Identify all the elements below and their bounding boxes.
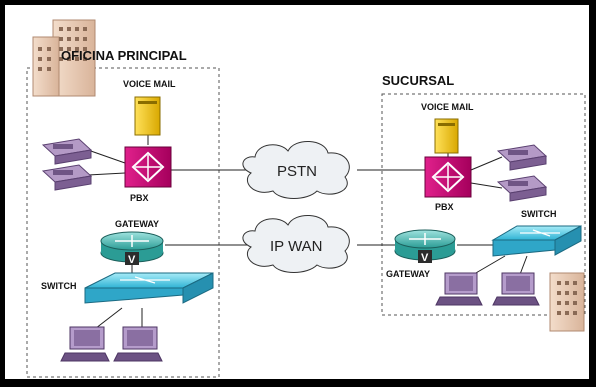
main-pc-icon	[60, 326, 110, 362]
branch-gateway-label: GATEWAY	[386, 269, 430, 279]
ip-wan-label: IP WAN	[270, 238, 323, 255]
branch-pbx-label: PBX	[435, 202, 454, 212]
branch-pbx-icon	[424, 156, 472, 198]
branch-phone-icon	[496, 175, 548, 202]
branch-site-title: SUCURSAL	[382, 73, 454, 88]
main-gateway-glyph: V	[128, 254, 136, 266]
main-pbx-icon	[124, 146, 172, 188]
pstn-label: PSTN	[277, 163, 317, 180]
branch-voicemail-label: VOICE MAIL	[421, 102, 474, 112]
main-pbx-label: PBX	[130, 193, 149, 203]
branch-voicemail-icon	[434, 118, 459, 154]
pstn-cloud	[242, 141, 350, 199]
main-gateway-icon: V	[100, 231, 164, 266]
main-pc-icon	[113, 326, 163, 362]
branch-pc-icon	[435, 272, 483, 306]
network-diagram: OFICINA PRINCIPAL VOICE MAIL PBX GATEWAY…	[26, 19, 586, 378]
main-voicemail-icon	[134, 96, 161, 136]
main-gateway-label: GATEWAY	[115, 219, 159, 229]
main-site-title: OFICINA PRINCIPAL	[61, 48, 187, 63]
branch-pc-icon	[492, 272, 540, 306]
branch-gateway-icon: V	[394, 229, 456, 264]
branch-gateway-glyph: V	[421, 252, 429, 264]
branch-switch-icon	[491, 225, 582, 257]
main-switch-icon	[84, 272, 214, 304]
main-site-boundary	[26, 67, 220, 378]
main-voicemail-label: VOICE MAIL	[123, 79, 176, 89]
main-phone-icon	[41, 164, 93, 191]
branch-building-icon	[549, 272, 585, 332]
main-phone-icon	[41, 138, 93, 165]
ip-wan-cloud	[242, 215, 350, 273]
main-switch-label: SWITCH	[41, 281, 77, 291]
diagram-frame: OFICINA PRINCIPAL VOICE MAIL PBX GATEWAY…	[3, 3, 591, 381]
branch-phone-icon	[496, 144, 548, 171]
main-building-icon	[32, 19, 96, 97]
branch-site-boundary	[381, 93, 586, 316]
branch-switch-label: SWITCH	[521, 209, 557, 219]
